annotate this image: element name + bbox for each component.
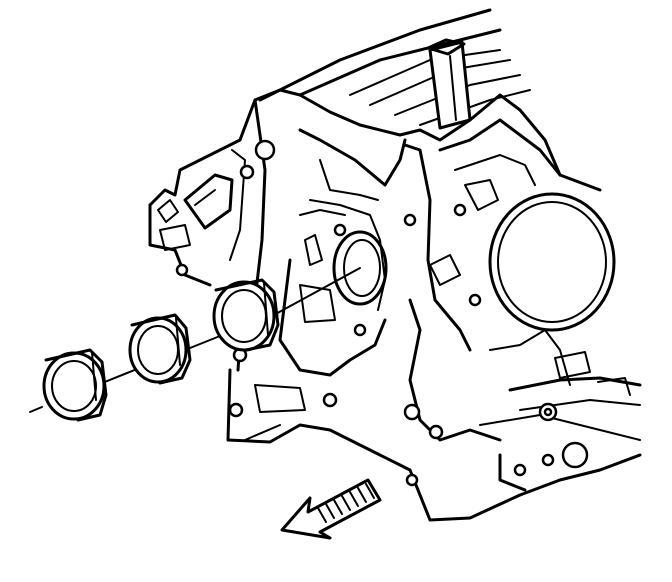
camshaft-bearing-3 bbox=[212, 278, 280, 352]
camshaft-bearing-2 bbox=[128, 313, 192, 385]
camshaft-bearing-1 bbox=[42, 348, 108, 422]
direction-arrow bbox=[280, 478, 382, 540]
engine-block bbox=[148, 8, 642, 522]
